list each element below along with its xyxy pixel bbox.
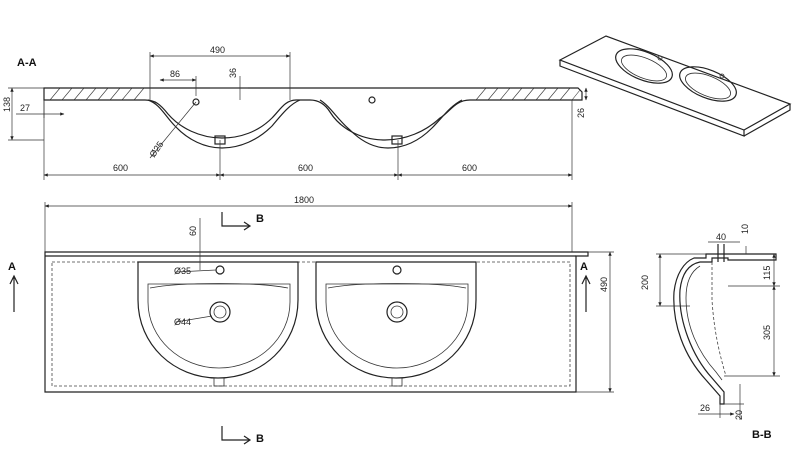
iso-front-edge (559, 60, 745, 137)
iso-bowl-right-inner (685, 72, 731, 100)
plan-drain-left (209, 301, 231, 323)
iso-outline (558, 35, 792, 131)
dim-bb-40: 40 (716, 232, 726, 242)
arrow-a-right (581, 274, 591, 312)
iso-bowl-right (679, 66, 737, 102)
dim-drain-44: Ø44 (174, 317, 191, 327)
section-bb-title: B-B (752, 429, 772, 441)
arrow-b-bottom (221, 426, 252, 445)
plan-bowl-left (137, 261, 299, 379)
section-bb-hidden (711, 262, 727, 377)
plan-drain-right (386, 301, 408, 323)
section-aa-inner-profile (147, 99, 301, 149)
marker-a-left: A (8, 261, 16, 273)
iso-right-edge (743, 104, 791, 137)
dim-138: 138 (2, 97, 12, 112)
iso-bowl-left (615, 48, 673, 84)
plan-bowl-left-rim (149, 283, 289, 289)
dim-600-right: 600 (462, 163, 477, 173)
plan-bowl-right (315, 261, 477, 379)
marker-b-top: B (256, 213, 264, 225)
dim-600-mid: 600 (298, 163, 313, 173)
dim-60: 60 (188, 226, 198, 236)
dim-86: 86 (170, 69, 180, 79)
dim-bb-115: 115 (762, 266, 772, 280)
plan-drain-left-inner (213, 305, 227, 319)
dim-bb-200: 200 (640, 275, 650, 290)
isometric-view (558, 35, 792, 137)
arrow-a-left (9, 274, 19, 312)
iso-tap-right (719, 73, 725, 79)
section-aa-inner-profile-2 (319, 99, 463, 149)
dim-bb-10: 10 (740, 224, 750, 234)
dim-bb-26: 26 (700, 403, 710, 413)
arrow-b-top (221, 212, 252, 231)
dim-600-left: 600 (113, 163, 128, 173)
section-aa-tap-hole (368, 96, 376, 104)
iso-tap-left (657, 55, 663, 61)
section-bb-inner (685, 265, 723, 381)
dim-36: 36 (228, 68, 238, 78)
plan-bowl-right-inner (325, 283, 469, 369)
plan-bowl-left-inner (147, 283, 291, 369)
section-bb-view: 40 10 200 115 305 26 20 B-B (640, 224, 780, 441)
section-aa-title: A-A (17, 57, 37, 69)
section-aa-view: A-A (2, 45, 588, 180)
iso-bowl-left-inner (621, 54, 667, 82)
section-aa-drain-right (391, 135, 403, 145)
plan-tap-right (392, 265, 402, 275)
section-aa-profile (43, 87, 583, 141)
dim-bb-20: 20 (734, 410, 744, 420)
dim-27: 27 (20, 103, 30, 113)
plan-tap-left (215, 265, 225, 275)
marker-b-bottom: B (256, 433, 264, 445)
plan-drain-right-inner (390, 305, 404, 319)
section-aa-hatching (49, 87, 581, 101)
dim-1800: 1800 (294, 195, 314, 205)
dim-26: 26 (576, 108, 586, 118)
plan-overflow-left (213, 377, 225, 387)
dim-tap-35: Ø35 (174, 266, 191, 276)
marker-a-right: A (580, 261, 588, 273)
dim-depth-490: 490 (599, 277, 609, 292)
dim-bb-305: 305 (762, 325, 772, 340)
plan-view: 1800 60 Ø35 Ø44 (8, 195, 614, 445)
dim-490: 490 (210, 45, 225, 55)
plan-inner-edge (51, 261, 571, 387)
section-bb-profile (673, 253, 777, 405)
plan-bowl-right-rim (327, 283, 467, 289)
plan-overflow-right (391, 377, 403, 387)
section-aa-overflow-hole (192, 98, 200, 106)
